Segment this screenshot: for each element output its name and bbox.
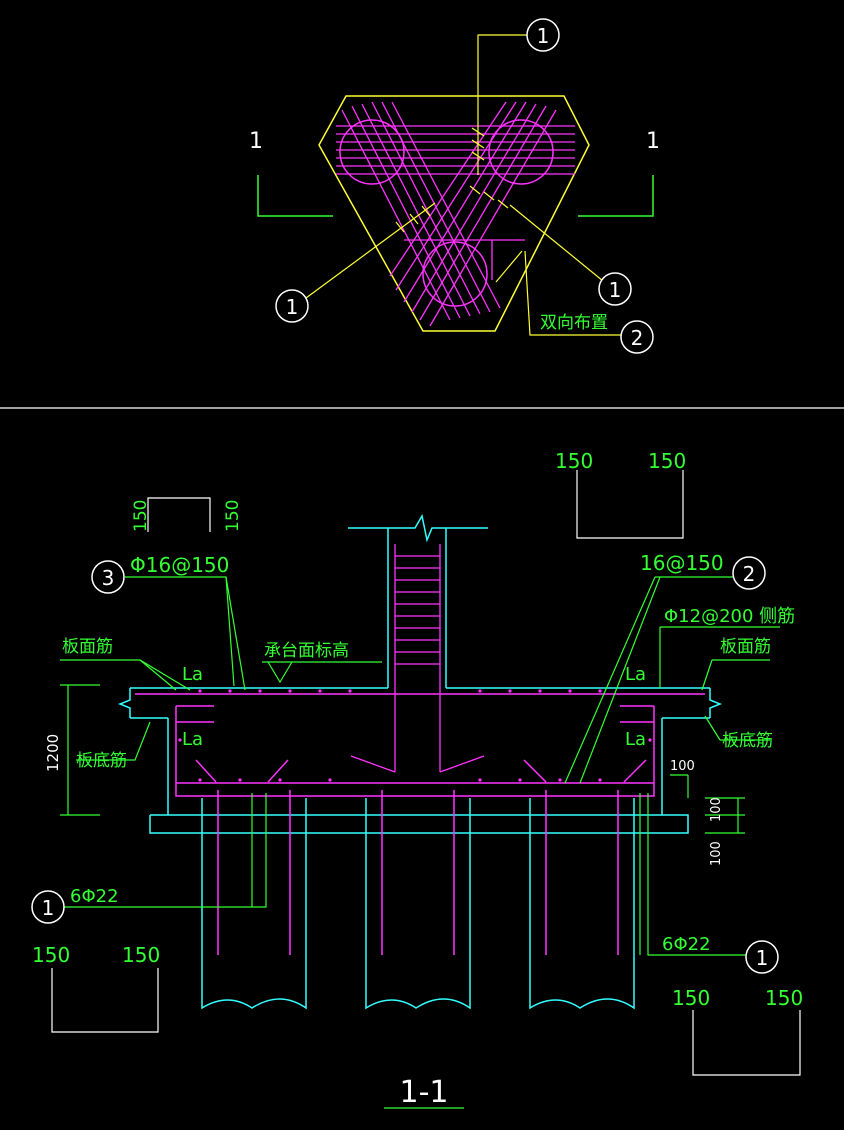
pile-circle-right xyxy=(488,119,554,185)
board-top-right: 板面筋 xyxy=(720,637,771,657)
section-piles xyxy=(201,798,635,1010)
pile-circle-left xyxy=(339,119,405,185)
pile-rebar-right: 6Φ22 xyxy=(662,934,711,955)
callout-2-sec: 2 xyxy=(743,562,756,586)
section-view: 3 2 1 1 Φ16@150 16@150 Φ12@200 侧筋 板面筋 板底… xyxy=(31,449,803,1110)
la-tr: La xyxy=(625,664,646,685)
hook-bot-left xyxy=(51,968,159,1033)
plan-view: 1 1 xyxy=(249,18,660,354)
callout-plan-right: 1 xyxy=(609,278,622,302)
section-callouts xyxy=(31,556,779,974)
callout-circle-plan-right xyxy=(598,272,632,306)
section-marker-left xyxy=(257,175,333,217)
rebar-lower xyxy=(404,239,525,280)
la-tl: La xyxy=(182,664,203,685)
board-bottom-left: 板底筋 xyxy=(76,751,127,771)
pile-right xyxy=(529,798,635,1010)
column xyxy=(348,513,488,688)
callout-circle-plan-2 xyxy=(620,320,654,354)
rebar-phi16: Φ16@150 xyxy=(130,553,229,577)
callout-plan-left: 1 xyxy=(286,295,299,319)
section-leaders xyxy=(52,576,780,1109)
hook-bot-right xyxy=(692,1010,801,1076)
height-1200: 1200 xyxy=(44,734,62,772)
callout-circle-2-sec xyxy=(732,556,766,590)
plan-piles xyxy=(339,119,554,307)
hook-top-left-b: 150 xyxy=(223,500,243,532)
cap-outline-section xyxy=(117,687,723,834)
hook-top-right-b: 150 xyxy=(648,449,686,473)
callout-plan-2: 2 xyxy=(631,326,644,350)
callout-3: 3 xyxy=(102,566,115,590)
hook-top-right xyxy=(576,470,684,539)
section-mark-right: 1 xyxy=(646,129,660,154)
callout-circle-3 xyxy=(91,560,125,594)
callout-circle-plan-top xyxy=(526,18,560,52)
rebar-dots xyxy=(178,689,652,782)
hook-bot-left-a: 150 xyxy=(32,943,70,967)
la-bl: La xyxy=(182,729,203,750)
callout-1-sec-right: 1 xyxy=(756,946,769,970)
pile-left xyxy=(201,798,307,1010)
dim-100-a: 100 xyxy=(670,759,695,774)
callout-circle-1-sec-left xyxy=(31,890,65,924)
pile-middle xyxy=(365,798,471,1010)
section-mark-left: 1 xyxy=(249,129,263,154)
hook-bot-right-a: 150 xyxy=(672,986,710,1010)
rebar-16-150: 16@150 xyxy=(640,551,724,575)
callout-circle-plan-left xyxy=(275,289,309,323)
rebar-horizontal xyxy=(336,125,575,175)
callout-plan-top: 1 xyxy=(537,24,550,48)
rebar-diagonal-right xyxy=(389,101,557,327)
pile-rebar xyxy=(217,790,619,955)
hook-top-right-a: 150 xyxy=(555,449,593,473)
rebar-phi12: Φ12@200 侧筋 xyxy=(664,606,795,627)
board-bottom-right: 板底筋 xyxy=(722,731,773,751)
hook-top-left-a: 150 xyxy=(131,500,151,532)
section-marker-right xyxy=(578,175,654,217)
pile-rebar-left: 6Φ22 xyxy=(70,886,119,907)
dim-100-b: 100 xyxy=(709,797,724,822)
rebar-diagonal-left xyxy=(341,101,501,321)
hook-top-left xyxy=(147,497,211,532)
cap-top-elev: 承台面标高 xyxy=(264,641,349,661)
note-bidirectional: 双向布置 xyxy=(540,313,608,333)
hook-symbols xyxy=(51,470,801,1076)
section-title: 1-1 xyxy=(400,1075,449,1110)
column-rebar xyxy=(350,544,485,773)
callout-1-sec-left: 1 xyxy=(42,896,55,920)
callout-circle-1-sec-right xyxy=(745,940,779,974)
cap-rebar xyxy=(135,693,705,797)
dim-100-c: 100 xyxy=(709,841,724,866)
plan-callouts xyxy=(275,18,654,354)
plan-leaders xyxy=(305,34,622,336)
hook-bot-left-b: 150 xyxy=(122,943,160,967)
board-top-left: 板面筋 xyxy=(62,637,113,657)
pile-circle-bottom xyxy=(422,241,488,307)
cap-outline xyxy=(318,95,590,332)
la-br: La xyxy=(625,729,646,750)
hook-bot-right-b: 150 xyxy=(765,986,803,1010)
